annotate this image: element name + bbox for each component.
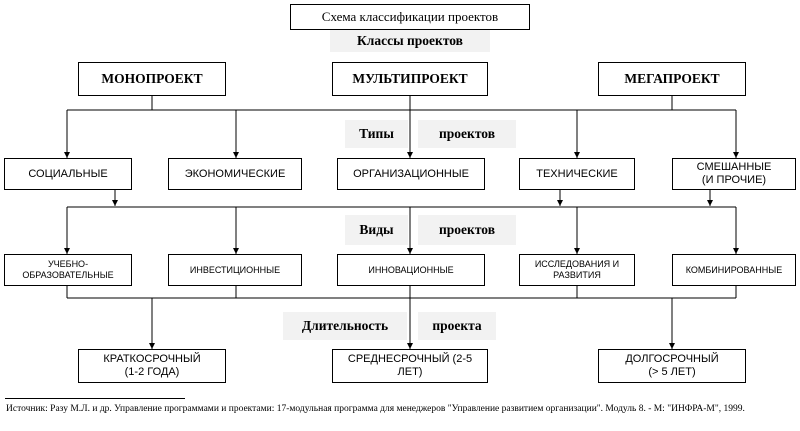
diagram-title: Схема классификации проектов (290, 4, 530, 30)
kind-box-investment: ИНВЕСТИЦИОННЫЕ (168, 254, 302, 286)
class-box-megaproject: МЕГАПРОЕКТ (598, 62, 746, 96)
kind-box-educational-line-2: ОБРАЗОВАТЕЛЬНЫЕ (22, 270, 114, 280)
section-label-kinds-1: Виды (345, 215, 408, 245)
class-box-monoproject: МОНОПРОЕКТ (78, 62, 226, 96)
source-footnote: Источник: Разу М.Л. и др. Управление про… (6, 404, 745, 414)
kind-box-research-line-2: РАЗВИТИЯ (553, 270, 601, 280)
kind-box-educational: УЧЕБНО- ОБРАЗОВАТЕЛЬНЫЕ (4, 254, 132, 286)
duration-box-short-line-1: КРАТКОСРОЧНЫЙ (103, 353, 201, 365)
duration-box-medium-line-2: ЛЕТ) (397, 366, 423, 378)
duration-box-long-line-1: ДОЛГОСРОЧНЫЙ (625, 353, 719, 365)
section-label-duration-2: проекта (418, 312, 496, 340)
kind-box-innovation: ИННОВАЦИОННЫЕ (337, 254, 485, 286)
duration-box-medium-line-1: СРЕДНЕСРОЧНЫЙ (2-5 (347, 353, 473, 365)
section-label-duration-1: Длительность (283, 312, 407, 340)
section-label-types-2: проектов (418, 120, 516, 148)
type-box-technical: ТЕХНИЧЕСКИЕ (519, 158, 635, 190)
type-box-mixed-line-1: СМЕШАННЫЕ (696, 161, 772, 173)
section-label-kinds-2: проектов (418, 215, 516, 245)
duration-box-short: КРАТКОСРОЧНЫЙ (1-2 ГОДА) (78, 349, 226, 383)
type-box-social: СОЦИАЛЬНЫЕ (4, 158, 132, 190)
type-box-economic: ЭКОНОМИЧЕСКИЕ (168, 158, 302, 190)
type-box-mixed-line-2: (И ПРОЧИЕ) (701, 174, 767, 186)
duration-box-long: ДОЛГОСРОЧНЫЙ (> 5 ЛЕТ) (598, 349, 746, 383)
kind-box-combined: КОМБИНИРОВАННЫЕ (672, 254, 796, 286)
class-box-multiproject: МУЛЬТИПРОЕКТ (332, 62, 488, 96)
footnote-divider (5, 398, 185, 399)
kind-box-research: ИССЛЕДОВАНИЯ И РАЗВИТИЯ (519, 254, 635, 286)
kind-box-educational-line-1: УЧЕБНО- (47, 259, 89, 269)
duration-box-long-line-2: (> 5 ЛЕТ) (648, 366, 696, 378)
section-label-classes: Классы проектов (330, 30, 490, 52)
duration-box-medium: СРЕДНЕСРОЧНЫЙ (2-5 ЛЕТ) (332, 349, 488, 383)
duration-box-short-line-2: (1-2 ГОДА) (124, 366, 180, 378)
type-box-organizational: ОРГАНИЗАЦИОННЫЕ (337, 158, 485, 190)
type-box-mixed: СМЕШАННЫЕ (И ПРОЧИЕ) (672, 158, 796, 190)
section-label-types-1: Типы (345, 120, 408, 148)
kind-box-research-line-1: ИССЛЕДОВАНИЯ И (534, 259, 620, 269)
